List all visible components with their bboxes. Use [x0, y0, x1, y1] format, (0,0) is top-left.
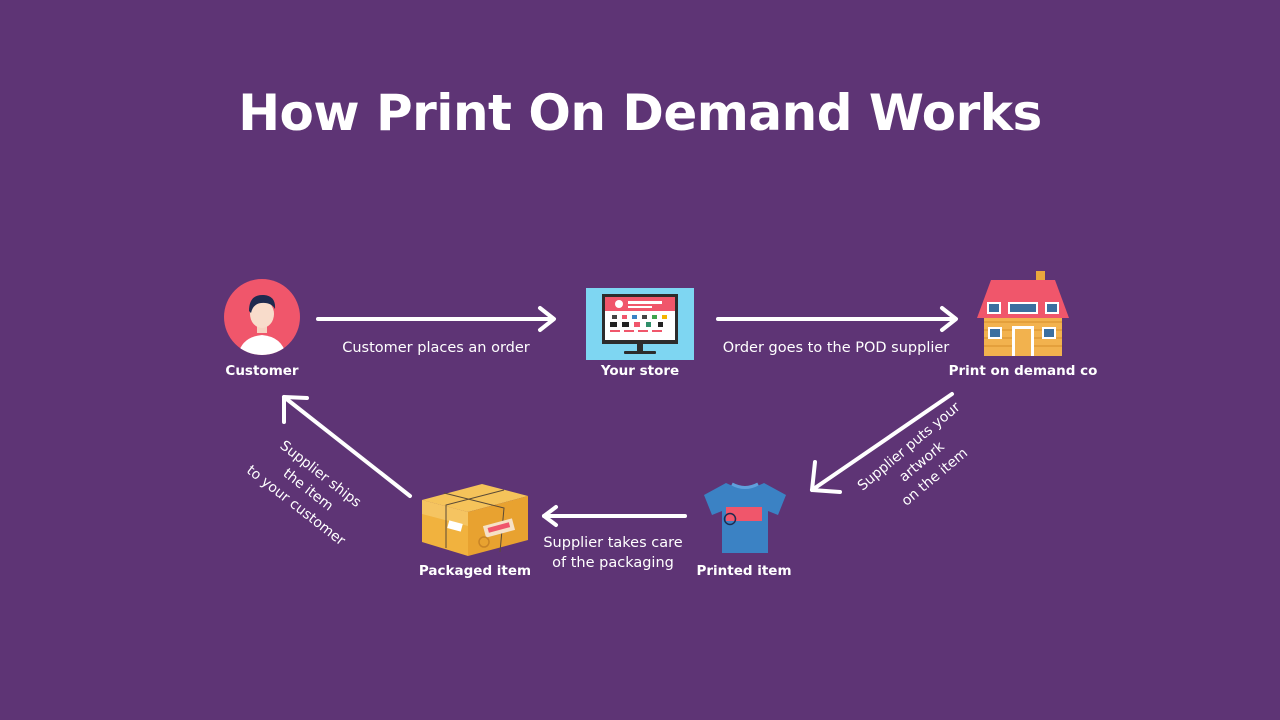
packaged-label: Packaged item	[418, 563, 532, 579]
step-customer-places-order: Customer places an order	[342, 340, 530, 356]
printed-label: Printed item	[696, 563, 792, 579]
diagram-title: How Print On Demand Works	[238, 84, 1042, 142]
arrow-pod-to-printed	[810, 392, 954, 494]
pod-label: Print on demand co	[948, 363, 1098, 379]
pod-building-icon	[977, 271, 1069, 356]
step-supplier-packaging: Supplier takes care of the packaging	[543, 535, 683, 571]
arrow-printed-to-packaged	[542, 505, 687, 527]
arrow-store-to-pod	[716, 306, 958, 332]
step-order-to-supplier: Order goes to the POD supplier	[722, 340, 950, 356]
arrow-customer-to-store	[316, 306, 556, 332]
tshirt-icon	[704, 482, 786, 553]
customer-avatar-icon	[224, 279, 300, 355]
arrow-packaged-to-customer	[282, 395, 412, 498]
store-label: Your store	[600, 363, 680, 379]
store-monitor-icon	[586, 288, 694, 360]
customer-label: Customer	[225, 363, 299, 379]
package-box-icon	[422, 484, 528, 556]
